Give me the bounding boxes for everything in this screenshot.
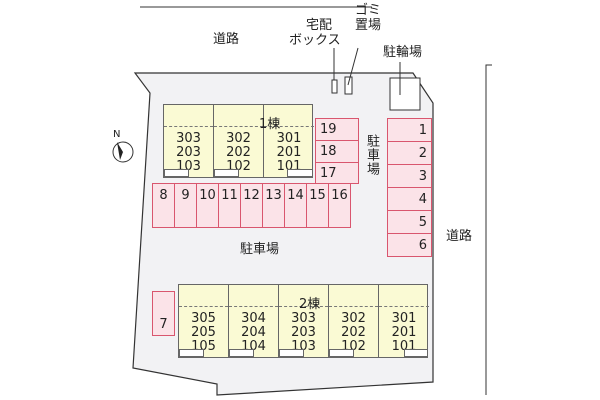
parking-space: 13 (262, 183, 285, 228)
parking-space: 5 (387, 210, 432, 234)
parking-right-label: 駐車場 (364, 134, 379, 176)
building-2-name: 2棟 (299, 297, 321, 312)
parking-center-label: 駐車場 (240, 242, 280, 257)
parking-space: 12 (240, 183, 263, 228)
compass-north-label: N (113, 129, 121, 140)
road-right-label: 道路 (446, 229, 473, 244)
parking-space: 4 (387, 187, 432, 211)
parking-space: 9 (174, 183, 197, 228)
parking-space: 2 (387, 141, 432, 165)
parking-space: 15 (306, 183, 329, 228)
parking-space: 1 (387, 118, 432, 142)
building-1-name: 1棟 (259, 117, 281, 132)
parking-space: 19 (315, 118, 359, 141)
parking-space: 16 (328, 183, 351, 228)
parking-space: 11 (218, 183, 241, 228)
parking-space: 17 (315, 162, 359, 184)
parking-space: 6 (387, 233, 432, 257)
parking-space: 8 (152, 183, 175, 228)
parking-space: 18 (315, 140, 359, 163)
delivery-box-label-1: 宅配 (306, 18, 333, 33)
delivery-box-label-2: ボックス (289, 33, 341, 48)
parking-space: 10 (196, 183, 219, 228)
compass-icon (112, 141, 134, 163)
parking-space: 3 (387, 164, 432, 188)
bicycle-parking-label: 駐輪場 (383, 45, 423, 60)
garbage-label-1: ゴミ (355, 3, 382, 18)
parking-space: 7 (152, 291, 175, 336)
road-top-label: 道路 (213, 32, 240, 47)
parking-space: 14 (284, 183, 307, 228)
garbage-label-2: 置場 (355, 18, 382, 33)
